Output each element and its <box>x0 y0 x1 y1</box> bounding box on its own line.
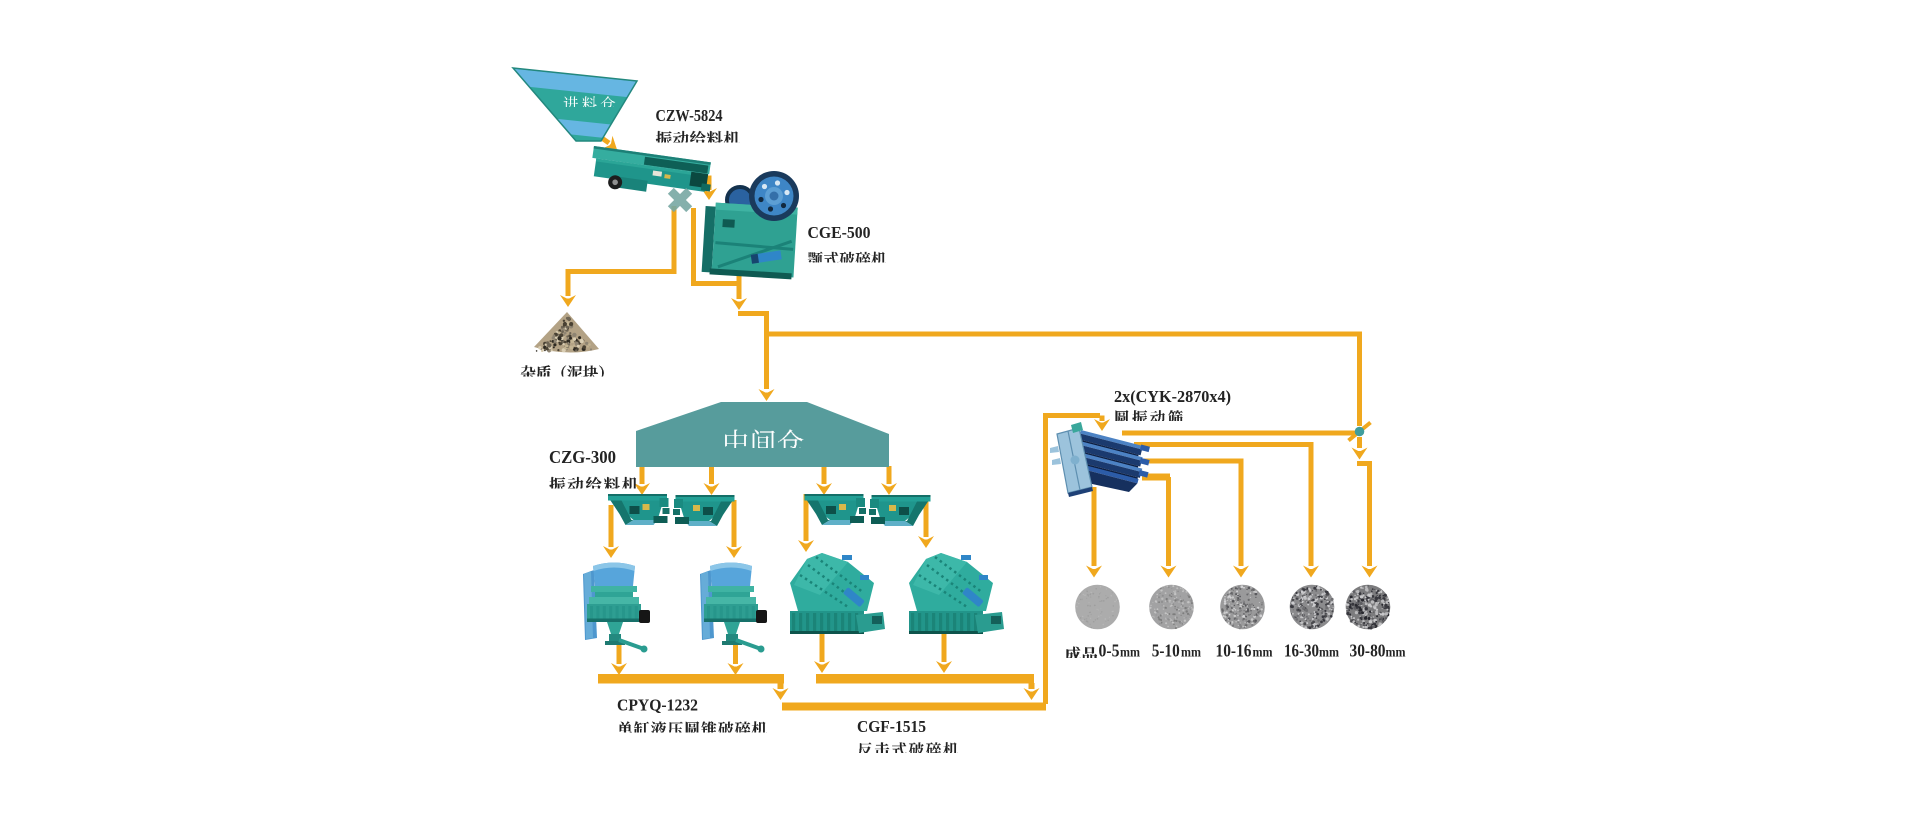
svg-text:mm: mm <box>1253 646 1273 661</box>
svg-text:CGF-1515: CGF-1515 <box>857 717 926 736</box>
svg-text:mm: mm <box>1120 646 1140 661</box>
svg-text:5-10: 5-10 <box>1152 641 1180 661</box>
svg-text:30-80: 30-80 <box>1350 641 1386 661</box>
svg-text:CPYQ-1232: CPYQ-1232 <box>617 696 698 715</box>
svg-text:mm: mm <box>1181 646 1201 661</box>
svg-text:CGE-500: CGE-500 <box>808 223 871 242</box>
svg-text:mm: mm <box>1319 646 1339 661</box>
svg-text:CZG-300: CZG-300 <box>549 447 616 467</box>
svg-text:CZW-5824: CZW-5824 <box>656 106 723 125</box>
svg-text:0-5: 0-5 <box>1099 641 1120 661</box>
svg-text:16-30: 16-30 <box>1284 641 1319 661</box>
svg-text:mm: mm <box>1386 646 1406 661</box>
svg-text:10-16: 10-16 <box>1216 641 1252 661</box>
svg-text:2x(CYK-2870x4): 2x(CYK-2870x4) <box>1114 387 1231 406</box>
